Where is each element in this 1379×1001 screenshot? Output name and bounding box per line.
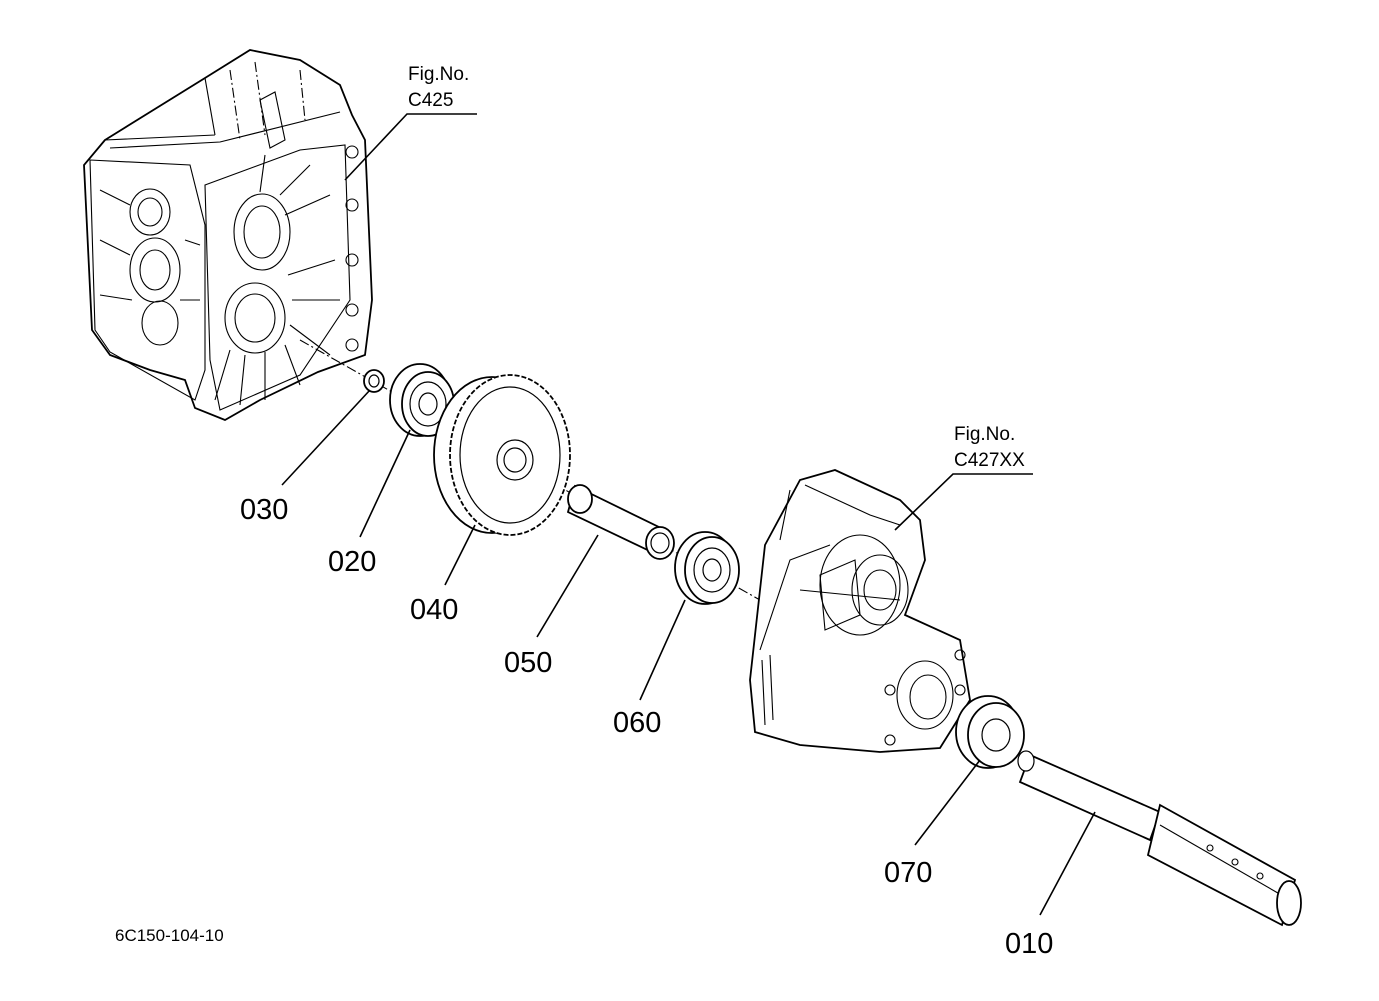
callout-060: 060: [613, 707, 661, 739]
fig-ref-c425-line1: Fig.No.: [408, 64, 469, 85]
callout-020: 020: [328, 546, 376, 578]
fig-ref-c427xx-line1: Fig.No.: [954, 424, 1015, 445]
callout-040: 040: [410, 594, 458, 626]
callout-070: 070: [884, 857, 932, 889]
callout-030: 030: [240, 494, 288, 526]
part-010-pto-shaft: [1017, 750, 1302, 927]
pto-case-drawing: [749, 469, 971, 753]
part-040-spur-gear: [433, 374, 571, 536]
fig-ref-c425-line2: C425: [408, 90, 453, 111]
part-060-ball-bearing: [674, 531, 740, 605]
drawing-code: 6C150-104-10: [115, 926, 224, 945]
part-070-oil-seal: [955, 695, 1025, 769]
leader-lines: [281, 113, 1096, 916]
callout-010: 010: [1005, 928, 1053, 960]
callout-050: 050: [504, 647, 552, 679]
transmission-case-drawing: [83, 49, 373, 421]
part-050-collar: [566, 484, 675, 560]
part-030-snap-ring: [363, 369, 385, 393]
fig-ref-c427xx-line2: C427XX: [954, 450, 1025, 471]
